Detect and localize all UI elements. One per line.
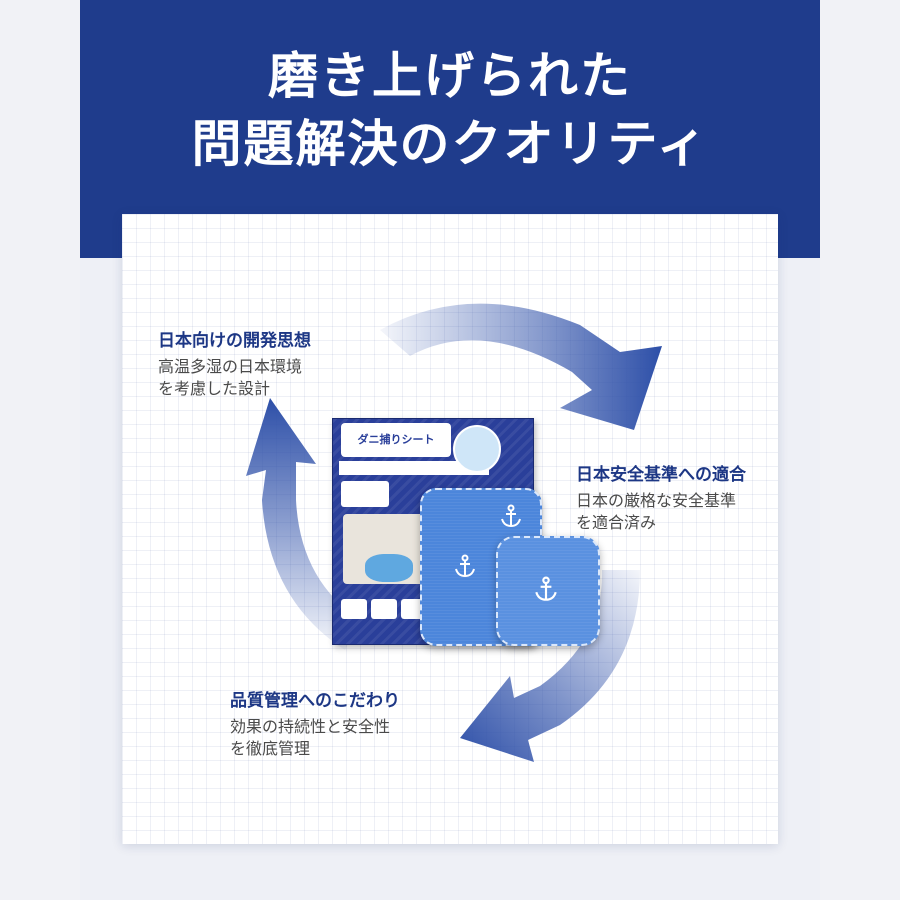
product-box-title: ダニ捕りシート (341, 423, 451, 457)
feature-description-line-2: を考慮した設計 (158, 379, 271, 398)
bed-icon (341, 599, 367, 619)
feature-description-line-1: 日本の厳格な安全基準 (576, 491, 737, 510)
box-subtitle-strip (339, 461, 489, 475)
mite-sheet-small (496, 536, 600, 646)
arrow-top (380, 303, 662, 430)
furniture-icons (341, 599, 441, 623)
feature-description-line-2: を適合済み (576, 513, 657, 532)
feature-japan-design: 日本向けの開発思想 高温多湿の日本環境 を考慮した設計 (158, 330, 311, 400)
product-image: ダニ捕りシート (332, 418, 612, 654)
feature-safety-standard: 日本安全基準への適合 日本の厳格な安全基準 を適合済み (576, 464, 746, 534)
feature-title: 品質管理へのこだわり (230, 691, 400, 711)
feature-title: 日本安全基準への適合 (576, 465, 746, 485)
sheet-illustration (365, 554, 413, 582)
headline: 磨き上げられた 問題解決のクオリティ (80, 42, 820, 178)
headline-line-1: 磨き上げられた (268, 47, 632, 105)
box-count-label (341, 481, 389, 507)
feature-description-line-1: 高温多湿の日本環境 (158, 357, 303, 376)
anchor-icon (535, 576, 557, 601)
mite-mascot-icon (453, 425, 501, 473)
feature-title: 日本向けの開発思想 (158, 331, 311, 351)
feature-card (122, 214, 778, 844)
sofa-icon (371, 599, 397, 619)
right-margin (820, 0, 900, 900)
feature-description-line-2: を徹底管理 (230, 739, 311, 758)
left-margin (0, 0, 80, 900)
anchor-icon (455, 554, 475, 578)
anchor-icon (501, 504, 521, 528)
arrow-left (246, 398, 360, 650)
feature-description-line-1: 効果の持続性と安全性 (230, 717, 391, 736)
headline-line-2: 問題解決のクオリティ (191, 115, 709, 173)
feature-quality-control: 品質管理へのこだわり 効果の持続性と安全性 を徹底管理 (230, 690, 400, 760)
